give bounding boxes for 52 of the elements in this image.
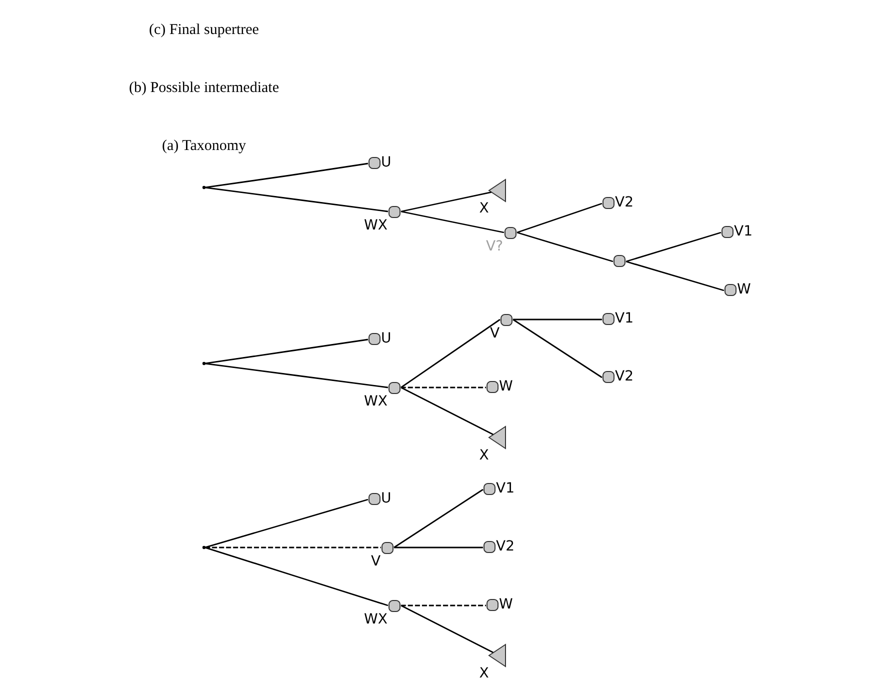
connector: [512, 318, 602, 378]
connector: [204, 162, 368, 188]
connector: [394, 546, 482, 548]
connector: [204, 498, 368, 548]
node-label: U: [380, 330, 391, 347]
node-point: [202, 546, 206, 550]
connector: [204, 546, 380, 548]
connector: [393, 488, 483, 548]
connector: [400, 604, 486, 606]
node-point: [202, 186, 206, 190]
connector: [516, 232, 613, 262]
connector: [400, 318, 500, 388]
node-label: X: [478, 666, 488, 682]
connector: [400, 604, 493, 654]
node-label: V1: [614, 310, 633, 327]
node-label: WX: [364, 218, 387, 234]
node-label: U: [380, 490, 391, 507]
node-label: X: [478, 200, 488, 217]
label: (a) Taxonomy: [161, 138, 246, 154]
connector: [625, 232, 721, 262]
connector: [204, 338, 368, 364]
node-label: U: [380, 154, 391, 171]
node-label: W: [498, 596, 512, 613]
node-label: V: [370, 554, 380, 570]
connector: [204, 546, 388, 606]
node-triangle: [488, 178, 506, 202]
node-label: V?: [486, 238, 503, 255]
connector: [204, 186, 388, 212]
label: (c) Final supertree: [148, 22, 258, 38]
node-label: WX: [364, 394, 387, 410]
node-label: V1: [734, 224, 752, 240]
node-point: [202, 362, 206, 366]
connector: [625, 260, 724, 292]
connector: [400, 386, 486, 388]
label: (b) Possible intermediate: [128, 80, 278, 96]
connector: [204, 362, 388, 388]
connector: [516, 202, 602, 234]
node-label: V2: [614, 194, 633, 211]
node-triangle: [488, 426, 506, 450]
connector: [400, 210, 504, 234]
node-label: W: [736, 282, 750, 298]
node-label: V2: [496, 538, 514, 555]
node-label: V: [490, 326, 500, 342]
connector: [512, 318, 602, 320]
node-label: V2: [614, 368, 633, 385]
connector: [400, 191, 491, 212]
node-label: V1: [496, 480, 514, 497]
node-triangle: [488, 644, 506, 668]
node-label: X: [478, 448, 488, 464]
node-label: WX: [364, 612, 387, 628]
node-label: W: [498, 378, 512, 395]
connector: [400, 386, 493, 436]
